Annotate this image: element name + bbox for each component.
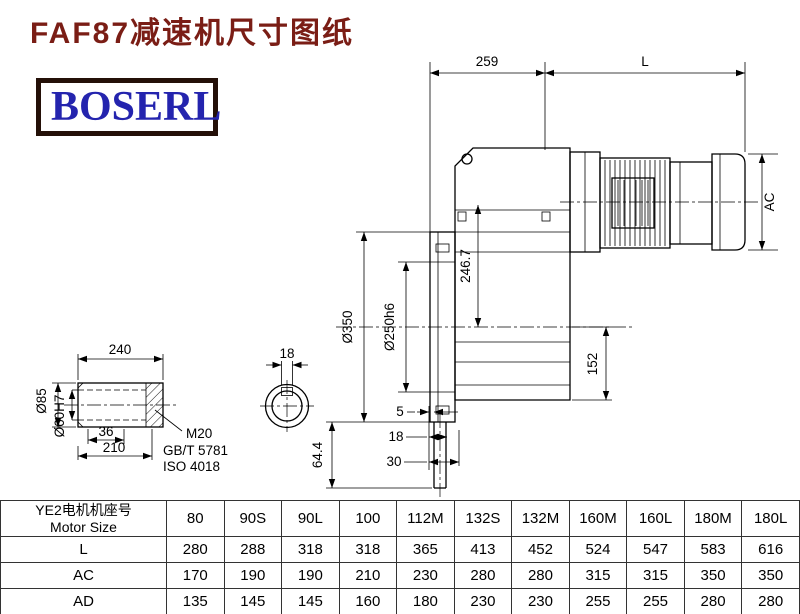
dim-cell: 280: [166, 536, 225, 563]
size-col-header: 100: [338, 500, 398, 537]
dim-cell: 315: [568, 562, 628, 589]
dim-240: 240: [109, 342, 132, 357]
dim-cell: 190: [223, 562, 283, 589]
dim-cell: 365: [396, 536, 455, 563]
label-gb5781: GB/T 5781: [163, 443, 228, 458]
dim-cell: 190: [281, 562, 340, 589]
gearbox-housing: [429, 147, 571, 423]
lifting-eye-icon: [461, 153, 473, 165]
dim-cell: 230: [396, 562, 455, 589]
table-header-row: YE2电机机座号 Motor Size 80 90S 90L 100 112M …: [0, 500, 800, 537]
table-row-L: L 280 288 318 318 365 413 452 524 547 58…: [0, 536, 800, 563]
motor-fins: [604, 160, 666, 246]
dim-cell: 280: [453, 562, 513, 589]
dim-cell: 452: [511, 536, 570, 563]
dim-d60h7: Ø60H7: [52, 395, 67, 438]
dim-cell: 280: [683, 588, 743, 614]
dim-cell: 145: [281, 588, 340, 614]
size-col-header: 132M: [511, 500, 570, 537]
hatched-section: [146, 383, 163, 427]
brand-logo-text: BOSERL: [51, 84, 222, 130]
ac-dimension: AC: [748, 153, 778, 251]
motor-dimension-table: YE2电机机座号 Motor Size 80 90S 90L 100 112M …: [0, 500, 800, 614]
dim-cell: 160: [338, 588, 398, 614]
table-row-AD: AD 135 145 145 160 180 230 230 255 255 2…: [0, 588, 800, 614]
fan-cover: [711, 153, 746, 251]
size-col-header: 180L: [741, 500, 800, 537]
dim-36: 36: [98, 424, 113, 439]
dim-spigot-d250h6: Ø250h6: [382, 303, 397, 351]
dim-152: 152: [585, 353, 600, 376]
motor-size-header-cn: YE2电机机座号: [35, 502, 132, 519]
dim-cell: 280: [511, 562, 570, 589]
technical-drawing: 259 L AC: [34, 54, 778, 497]
motor-assembly: [560, 151, 760, 253]
output-shaft-detail: 240 Ø85 Ø60H7 36 210 M20 GB/T 5781 ISO 4…: [34, 342, 228, 474]
dim-cell: 318: [338, 536, 398, 563]
size-col-header: 160M: [568, 500, 628, 537]
dim-cell: 524: [568, 536, 628, 563]
drawing-svg: 259 L AC: [34, 54, 778, 497]
size-col-header: 90L: [281, 500, 340, 537]
dim-cell: 413: [453, 536, 513, 563]
size-col-header: 80: [166, 500, 225, 537]
flange-dimensions: Ø350 Ø250h6 246.7: [326, 205, 634, 423]
dim-cell: 280: [741, 588, 800, 614]
dim-210: 210: [103, 440, 126, 455]
dim-cell: 180: [396, 588, 455, 614]
dim-cell: 616: [741, 536, 800, 563]
dim-cell: 255: [626, 588, 685, 614]
dim-motor-L: L: [641, 54, 649, 69]
brand-logo-box: BOSERL: [36, 78, 222, 136]
label-m20: M20: [186, 426, 212, 441]
row-label: AD: [0, 588, 167, 614]
dim-5: 5: [396, 404, 404, 419]
dim-d85: Ø85: [34, 388, 49, 414]
page-title: FAF87减速机尺寸图纸: [30, 17, 355, 50]
motor-size-header-en: Motor Size: [50, 518, 117, 535]
size-col-header: 90S: [223, 500, 283, 537]
size-col-header: 112M: [396, 500, 455, 537]
dim-30: 30: [386, 454, 401, 469]
dim-cell: 350: [741, 562, 800, 589]
size-col-header: 180M: [683, 500, 743, 537]
dim-cell: 170: [166, 562, 225, 589]
dim-cell: 145: [223, 588, 283, 614]
shaft-section-view: 18: [260, 346, 314, 432]
dim-cell: 350: [683, 562, 743, 589]
dim-cell: 547: [626, 536, 685, 563]
top-dimensions: 259 L: [429, 54, 746, 236]
dim-cell: 255: [568, 588, 628, 614]
bottom-dimensions: 5 18 30 64.4: [310, 404, 460, 497]
flange-bolt-icon: [435, 243, 450, 253]
size-col-header: 160L: [626, 500, 685, 537]
dim-cell: 135: [166, 588, 225, 614]
dim-246-7: 246.7: [458, 249, 473, 283]
dim-cell: 583: [683, 536, 743, 563]
motor-size-header: YE2电机机座号 Motor Size: [0, 500, 167, 537]
size-col-header: 132S: [453, 500, 513, 537]
bolt-icon: [541, 211, 551, 222]
dim-AC: AC: [762, 192, 777, 211]
bolt-icon: [457, 211, 467, 222]
dim-cell: 230: [511, 588, 570, 614]
row-label: AC: [0, 562, 167, 589]
dim-64-4: 64.4: [310, 441, 325, 468]
dim-18-offset: 18: [388, 429, 403, 444]
row-label: L: [0, 536, 167, 563]
dim-cell: 315: [626, 562, 685, 589]
dim-flange-d350: Ø350: [340, 310, 355, 343]
dim-18-keyway: 18: [279, 346, 294, 361]
dim-cell: 288: [223, 536, 283, 563]
base-height-dimension: 152: [572, 326, 612, 401]
dim-cell: 230: [453, 588, 513, 614]
table-row-AC: AC 170 190 190 210 230 280 280 315 315 3…: [0, 562, 800, 589]
dim-cell: 210: [338, 562, 398, 589]
dim-cell: 318: [281, 536, 340, 563]
dim-259: 259: [476, 54, 499, 69]
label-iso4018: ISO 4018: [163, 459, 220, 474]
